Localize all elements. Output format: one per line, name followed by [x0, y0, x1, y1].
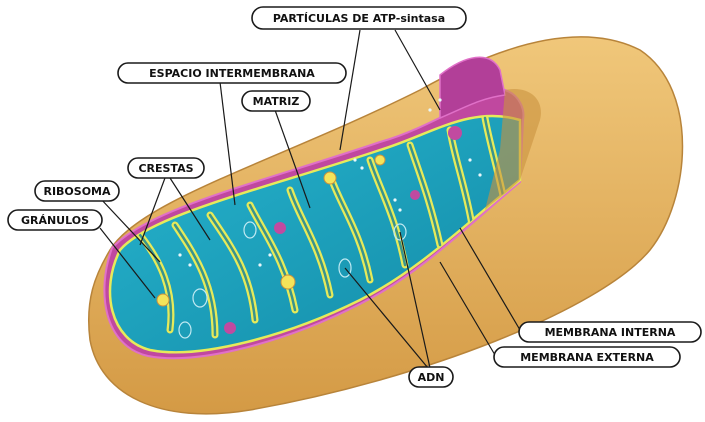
label-ribosoma: RIBOSOMA — [35, 181, 119, 201]
granule — [157, 294, 169, 306]
svg-text:MATRIZ: MATRIZ — [253, 95, 300, 108]
label-crestas: CRESTAS — [128, 158, 204, 178]
label-espacio-intermembrana: ESPACIO INTERMEMBRANA — [118, 63, 346, 83]
ribosome — [224, 322, 236, 334]
svg-text:RIBOSOMA: RIBOSOMA — [43, 185, 111, 198]
granule — [281, 275, 295, 289]
ribosome — [274, 222, 286, 234]
granule — [324, 172, 336, 184]
label-adn: ADN — [409, 367, 453, 387]
label-membrana-interna: MEMBRANA INTERNA — [519, 322, 701, 342]
label-membrana-externa: MEMBRANA EXTERNA — [494, 347, 680, 367]
label-atp-sintasa: PARTÍCULAS DE ATP-sintasa — [252, 7, 466, 29]
svg-text:ADN: ADN — [418, 371, 445, 384]
ribosome — [410, 190, 420, 200]
label-granulos: GRÁNULOS — [8, 210, 102, 230]
svg-text:CRESTAS: CRESTAS — [138, 162, 193, 175]
label-matriz: MATRIZ — [242, 91, 310, 111]
svg-text:ESPACIO INTERMEMBRANA: ESPACIO INTERMEMBRANA — [149, 67, 315, 80]
svg-text:MEMBRANA EXTERNA: MEMBRANA EXTERNA — [520, 351, 654, 364]
svg-text:GRÁNULOS: GRÁNULOS — [21, 214, 89, 227]
ribosome — [448, 126, 462, 140]
svg-text:PARTÍCULAS DE ATP-sintasa: PARTÍCULAS DE ATP-sintasa — [273, 12, 445, 25]
svg-text:MEMBRANA INTERNA: MEMBRANA INTERNA — [545, 326, 676, 339]
granule — [375, 155, 385, 165]
